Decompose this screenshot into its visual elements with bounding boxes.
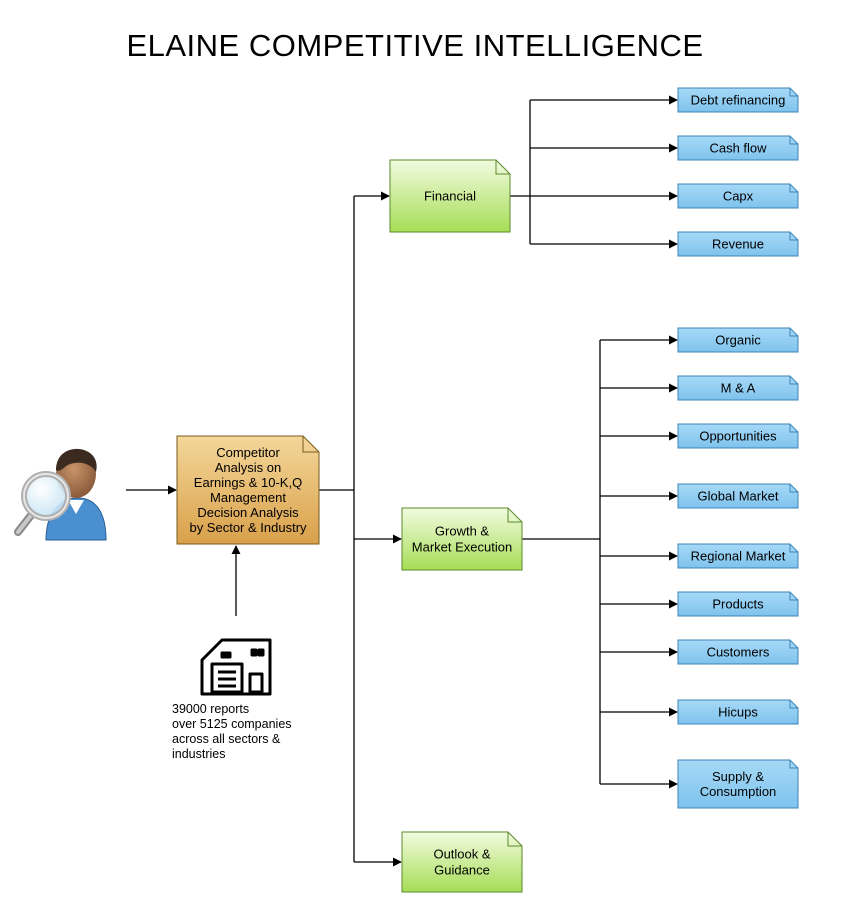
branch-node-label: Financial <box>424 189 476 204</box>
leaf-node-label: Debt refinancing <box>691 93 786 108</box>
user-magnifier-icon <box>14 448 107 541</box>
leaf-node-label: Hicups <box>718 705 758 720</box>
center-node-label: by Sector & Industry <box>189 520 307 535</box>
leaf-node-label: Opportunities <box>699 429 777 444</box>
leaf-node: M & A <box>677 375 799 401</box>
leaf-node-label: Capx <box>723 189 754 204</box>
leaf-node: Global Market <box>677 483 799 509</box>
leaf-node: Revenue <box>677 231 799 257</box>
leaf-node: Opportunities <box>677 423 799 449</box>
center-node-label: Management <box>210 490 286 505</box>
leaf-node-label: Customers <box>707 645 770 660</box>
leaf-node: Organic <box>677 327 799 353</box>
source-note-line: industries <box>172 747 226 761</box>
leaf-node-label: M & A <box>721 381 756 396</box>
leaf-node-label: Consumption <box>700 784 777 799</box>
leaf-node-label: Organic <box>715 333 761 348</box>
leaf-node: Customers <box>677 639 799 665</box>
leaf-node-label: Global Market <box>698 489 779 504</box>
branch-node-label: Growth & <box>435 524 490 539</box>
center-node-label: Analysis on <box>215 460 281 475</box>
branch-node-label: Market Execution <box>412 540 512 555</box>
leaf-node-label: Products <box>712 597 764 612</box>
source-note-line: over 5125 companies <box>172 717 292 731</box>
leaf-node-label: Revenue <box>712 237 764 252</box>
branch-node: Growth &Market Execution <box>401 507 523 571</box>
center-node-label: Decision Analysis <box>197 505 299 520</box>
branch-node-label: Outlook & <box>433 847 490 862</box>
leaf-node-label: Regional Market <box>691 549 786 564</box>
leaf-node-label: Cash flow <box>709 141 767 156</box>
branch-node: Outlook &Guidance <box>401 831 523 893</box>
leaf-node: Cash flow <box>677 135 799 161</box>
leaf-node: Capx <box>677 183 799 209</box>
center-node-label: Earnings & 10-K,Q <box>194 475 302 490</box>
leaf-node: Hicups <box>677 699 799 725</box>
source-note-line: 39000 reports <box>172 702 250 716</box>
leaf-node: Debt refinancing <box>677 87 799 113</box>
source-note: 39000 reports over 5125 companies across… <box>172 702 292 762</box>
factory-building-icon <box>200 638 272 696</box>
branch-node: Financial <box>389 159 511 233</box>
leaf-node: Supply &Consumption <box>677 759 799 809</box>
center-node-label: Competitor <box>216 445 280 460</box>
leaf-node: Products <box>677 591 799 617</box>
source-note-line: across all sectors & <box>172 732 281 746</box>
branch-node-label: Guidance <box>434 863 490 878</box>
diagram-title: ELAINE COMPETITIVE INTELLIGENCE <box>126 28 704 63</box>
leaf-node: Regional Market <box>677 543 799 569</box>
connector-lines <box>126 95 678 867</box>
leaf-node-label: Supply & <box>712 769 764 784</box>
